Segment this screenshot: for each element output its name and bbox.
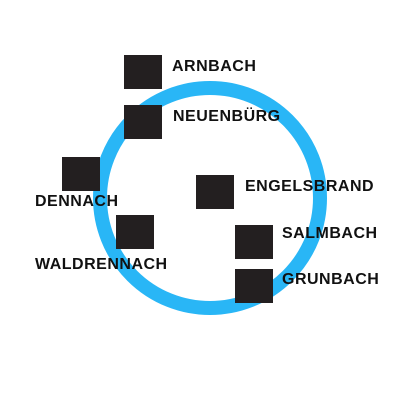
- station-label-grunbach: GRUNBACH: [282, 271, 380, 288]
- stop-marker-arnbach[interactable]: [124, 55, 162, 89]
- station-label-arnbach: ARNBACH: [172, 58, 257, 75]
- stop-marker-grunbach[interactable]: [235, 269, 273, 303]
- station-label-engelsbrand: ENGELSBRAND: [245, 178, 375, 195]
- stop-marker-waldrennach[interactable]: [116, 215, 154, 249]
- loop-line: [93, 81, 327, 315]
- stop-marker-dennach[interactable]: [62, 157, 100, 191]
- station-label-dennach: DENNACH: [35, 193, 119, 210]
- station-label-neuenburg: NEUENBÜRG: [173, 108, 281, 125]
- station-label-salmbach: SALMBACH: [282, 225, 378, 242]
- stop-marker-neuenburg[interactable]: [124, 105, 162, 139]
- stop-marker-salmbach[interactable]: [235, 225, 273, 259]
- stop-marker-engelsbrand[interactable]: [196, 175, 234, 209]
- station-label-waldrennach: WALDRENNACH: [35, 256, 168, 273]
